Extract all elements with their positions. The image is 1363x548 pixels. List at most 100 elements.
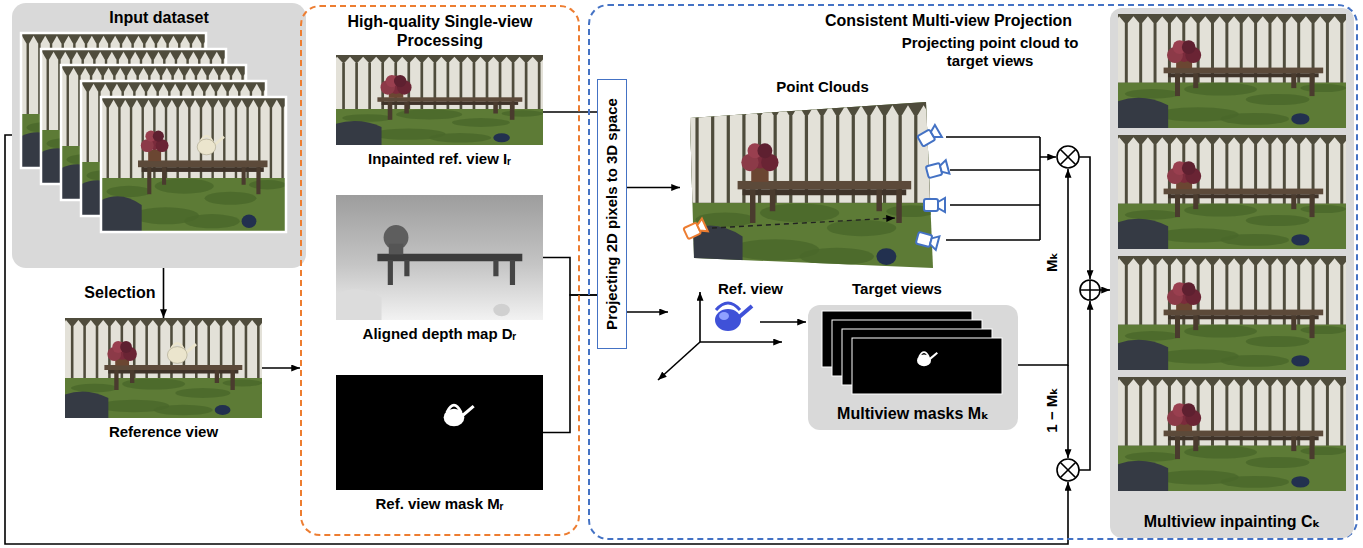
drawing-rect: [65, 318, 262, 378]
group-title: Consistent Multi-view Projection: [825, 11, 1072, 30]
bench-leg: [896, 189, 901, 223]
mask-ground: [336, 375, 543, 490]
mask-weight-label: Mₖ: [1043, 252, 1061, 272]
fence-picket: [1128, 379, 1139, 445]
grass-patch: [1125, 210, 1180, 220]
depth-bench-leg: [404, 260, 409, 276]
grass-patch: [1300, 326, 1346, 334]
bench-leg: [1175, 315, 1180, 338]
fence-picket: [1142, 258, 1153, 324]
bench-leg: [404, 102, 409, 114]
depth-pot: [389, 244, 403, 255]
bench-leg: [147, 167, 151, 194]
fence-picket: [1118, 379, 1125, 445]
mask-image: Ref. view mask Mᵣ: [336, 375, 543, 490]
grass-patch: [1221, 234, 1289, 246]
depth-cap: [493, 304, 510, 317]
bench-seat: [1164, 431, 1324, 437]
depth-bench-leg: [388, 260, 393, 285]
bench-seat: [104, 365, 242, 370]
backpack: [336, 121, 382, 145]
fence-picket: [1329, 16, 1340, 82]
fence-picket: [1128, 137, 1139, 203]
bench-seat: [138, 160, 268, 167]
processing-group: High-quality Single-view ProcessingInpai…: [300, 5, 580, 536]
add-circle: [1080, 280, 1100, 300]
fence-picket: [1343, 137, 1346, 203]
bench-leg: [242, 167, 246, 185]
bench-leg: [1310, 194, 1315, 217]
grass-patch: [175, 388, 230, 398]
process-box: Projecting 2D pixels to 3D space: [597, 79, 627, 349]
mask-weight-label: 1 − Mₖ: [1043, 387, 1061, 432]
bench-leg: [750, 189, 755, 223]
plant-leaves: [1182, 40, 1196, 54]
fence-picket: [69, 68, 78, 146]
object-cloud: [715, 303, 752, 331]
drawing-path: [929, 235, 939, 250]
axis-line: [658, 342, 700, 380]
bench-leg: [114, 370, 118, 390]
illustration: [680, 100, 965, 275]
output-frame: [1113, 377, 1354, 491]
grass-patch: [154, 405, 213, 416]
fence-picket: [1142, 137, 1153, 203]
mask-arrow: [760, 321, 806, 323]
drawing-path: [929, 125, 942, 141]
bench-leg: [1310, 73, 1315, 96]
mask-wire: [1018, 169, 1068, 365]
illustration: [1110, 8, 1354, 538]
plant-leaves: [394, 75, 406, 87]
grass-patch: [1246, 457, 1310, 468]
view-label: Ref. view: [718, 280, 783, 298]
grass-patch: [1221, 113, 1289, 125]
cap: [1291, 113, 1309, 124]
projection-arrow: [627, 311, 668, 313]
fence-picket: [1118, 258, 1125, 324]
mask-frame: [852, 338, 1002, 394]
projection-group: Consistent Multi-view ProjectionProjecti…: [588, 4, 1358, 540]
fence-picket: [933, 105, 936, 202]
bench-leg: [230, 370, 234, 390]
inpainted-image: Inpainted ref. view Iᵣ: [336, 55, 543, 145]
drawing-rect: [1118, 14, 1346, 82]
illustration: [12, 3, 306, 268]
connector: [627, 187, 680, 189]
fence-picket: [714, 105, 726, 202]
masks-panel: Multiview masks Mₖ: [808, 305, 1018, 430]
drawing-rect: [101, 97, 286, 178]
grass-patch: [502, 110, 543, 116]
output-panel: Multiview inpainting Cₖ: [1110, 8, 1354, 538]
bench-leg: [1291, 436, 1296, 451]
multiply-circle: [1057, 459, 1079, 481]
bench-leg: [1175, 436, 1180, 459]
fence-picket: [260, 320, 262, 378]
drawing-g: [683, 102, 945, 270]
scene-photo: [1118, 256, 1346, 370]
cap: [215, 405, 231, 415]
plant-leaves: [1182, 282, 1196, 296]
plant-leaves: [1182, 161, 1196, 175]
panel-title: Multiview inpainting Cₖ: [1144, 512, 1321, 531]
grass-patch: [827, 220, 896, 236]
fence-picket: [1329, 258, 1340, 324]
fence-picket: [345, 57, 355, 109]
bench-leg: [215, 370, 219, 383]
illustration: [336, 195, 543, 320]
grass-patch: [1300, 84, 1346, 92]
drawing-rect: [688, 102, 936, 203]
grass-patch: [1246, 94, 1310, 105]
drawing-rect: [1118, 135, 1346, 203]
bench-leg: [1310, 315, 1315, 338]
output-frame: [1113, 256, 1354, 370]
watering-can: [917, 352, 937, 366]
grass-patch: [800, 248, 874, 266]
product-wire: [1079, 157, 1090, 279]
grass-patch: [452, 118, 510, 127]
backpack: [1118, 340, 1168, 370]
bench-leg: [510, 102, 515, 120]
cap: [1291, 355, 1309, 366]
grass-patch: [1246, 215, 1310, 226]
bench-seat: [377, 97, 522, 102]
add-cross: [1080, 280, 1100, 300]
